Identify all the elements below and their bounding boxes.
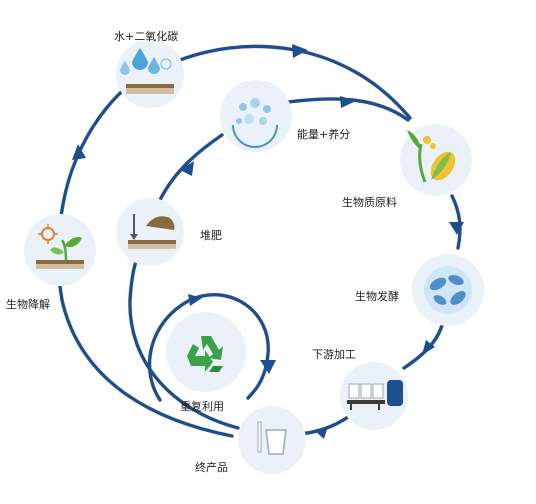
microbes-icon bbox=[424, 266, 472, 314]
arrow-fermentation-to-processing bbox=[402, 316, 446, 370]
arrow-compost-to-energy bbox=[158, 133, 224, 202]
corn-plant-icon bbox=[407, 130, 456, 183]
label-biomass: 生物质原料 bbox=[342, 196, 397, 209]
arrowhead-energy bbox=[340, 96, 356, 108]
label-compost: 堆肥 bbox=[200, 229, 222, 242]
processing-tank-icon bbox=[347, 380, 403, 410]
water-drops-icon bbox=[120, 48, 174, 94]
label-energy: 能量+养分 bbox=[297, 128, 351, 141]
arrowhead-ferment bbox=[449, 222, 464, 235]
arrowhead-product bbox=[314, 426, 328, 439]
arrowhead-process bbox=[422, 340, 435, 355]
label-fermentation: 生物发酵 bbox=[355, 290, 399, 303]
arrowhead-reuse-top bbox=[188, 294, 202, 306]
recycle-icon bbox=[187, 336, 223, 372]
label-biodegrade: 生物降解 bbox=[6, 298, 50, 311]
label-product: 终产品 bbox=[195, 461, 228, 474]
label-processing: 下游加工 bbox=[312, 348, 356, 361]
arrowhead-compost bbox=[180, 161, 194, 176]
label-reuse: 重复利用 bbox=[180, 400, 224, 413]
cup-product-icon bbox=[257, 421, 287, 455]
compost-shovel-icon bbox=[128, 214, 176, 249]
label-water-co2: 水+二氧化碳 bbox=[114, 30, 179, 43]
arrowhead-top bbox=[292, 44, 308, 58]
nutrient-bubbles-icon bbox=[232, 98, 278, 148]
node-energy bbox=[220, 80, 292, 152]
node-compost bbox=[116, 198, 184, 266]
arrowhead-left-up bbox=[72, 144, 86, 160]
arrowhead-reuse-right bbox=[260, 360, 276, 374]
arrow-biomass-to-fermentation bbox=[450, 194, 462, 250]
arrow-reuse-loop bbox=[147, 293, 270, 402]
sprout-sun-icon bbox=[36, 224, 84, 269]
